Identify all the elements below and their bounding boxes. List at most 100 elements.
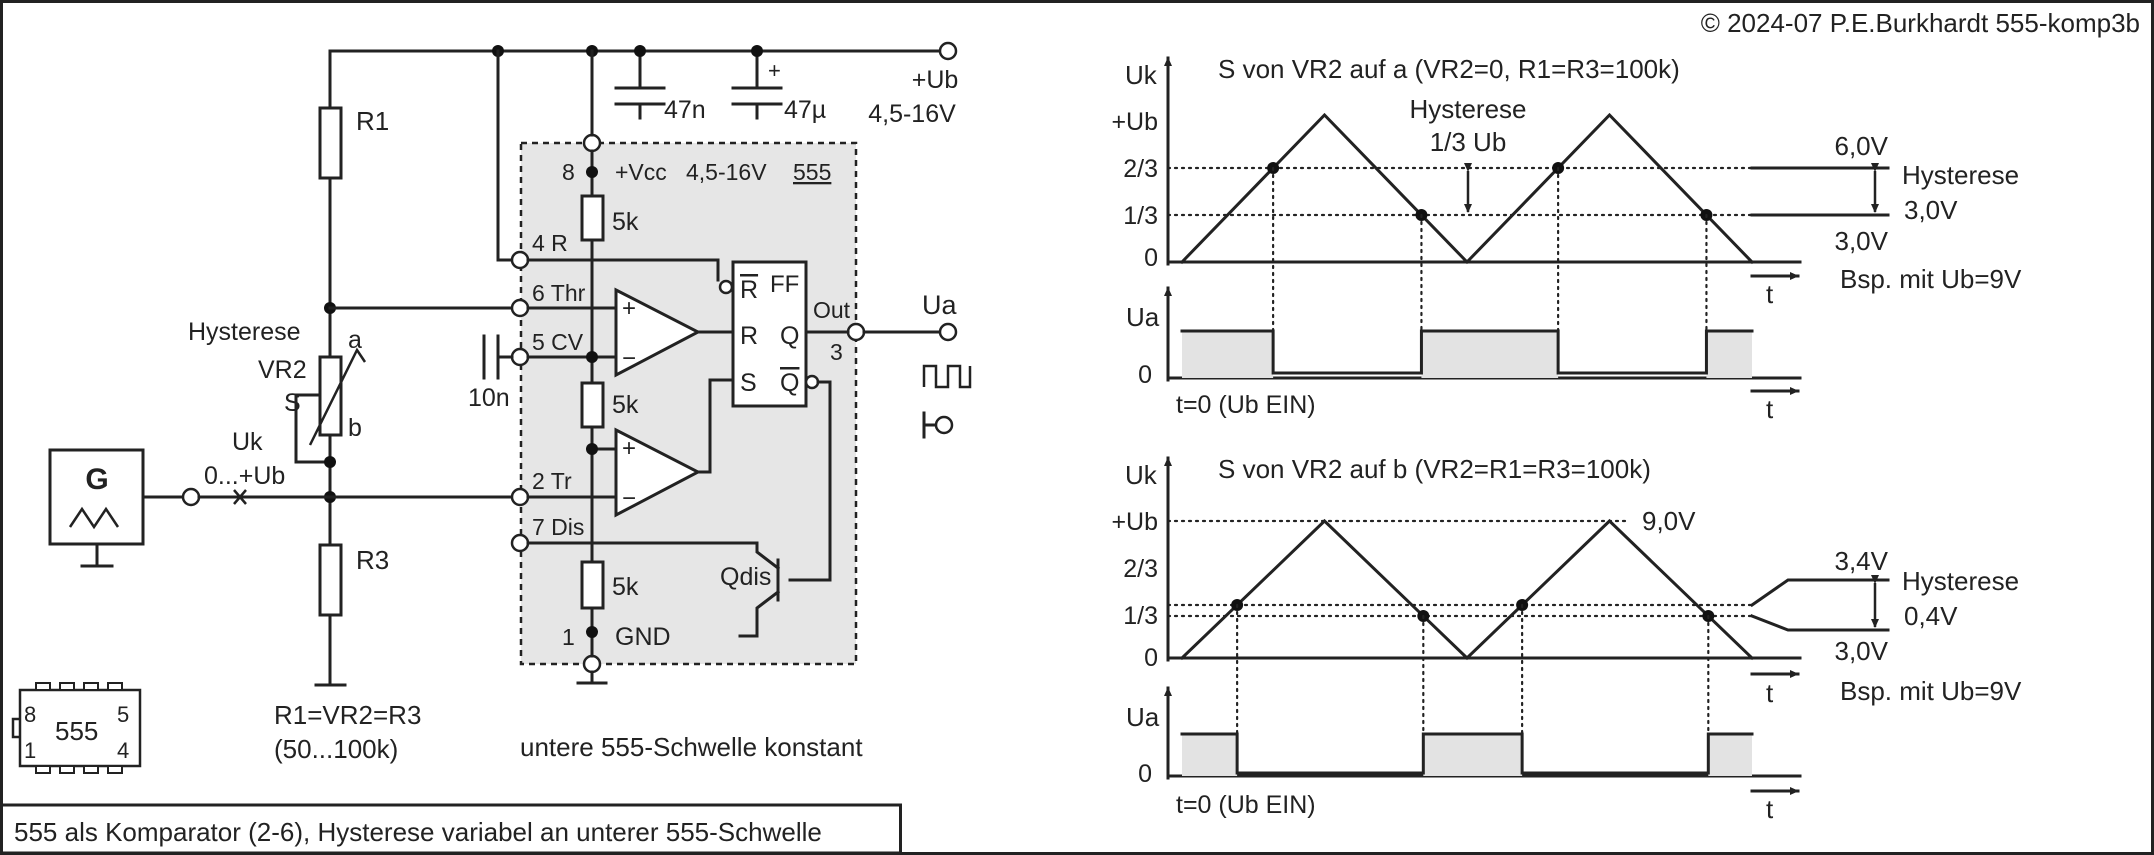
chart-bottom-lower-v: 3,0V [1835,636,1889,666]
switch-icon-contact [934,415,954,435]
measure-cross [233,489,247,505]
supply-range: 4,5-16V [868,100,956,128]
chart-top-hyst-label: Hysterese [1902,160,2019,190]
chart-top-lower-v: 3,0V [1835,226,1889,256]
uk-label: Uk [232,428,263,456]
chart-top-ua-shade [1706,331,1752,378]
generator-terminal[interactable] [181,487,201,507]
vr2-arrow [308,347,367,446]
transistor-qdis [738,541,781,638]
chip-icon [11,682,142,774]
chart-bottom-ua-shade [1708,734,1752,776]
vr2-label: VR2 [258,356,307,384]
ic-name: 555 [793,159,831,185]
comparator-lower [614,427,702,518]
cap-10n-label: 10n [468,384,510,412]
tap-a-label: a [348,326,362,354]
comp-upper-plus: + [622,295,636,322]
chart-bottom-hyst-value: 0,4V [1904,601,1958,631]
square-wave-icon [922,364,972,389]
chart-bottom-ua-zero: 0 [1138,760,1152,788]
chart-bottom-tick-0: 0 [1144,644,1158,672]
ff-rbar: R [740,276,758,304]
chart-bottom-triangle-line [1179,518,1755,661]
r-int-1-label: 5k [612,208,639,236]
ff-qbar-bubble [804,374,820,390]
circuit: +Ub 4,5-16V 47n + 47µ R1 R3 Hysterese VR… [11,41,972,774]
pin1-label: 1 [562,624,575,650]
out-label: Out [813,297,851,323]
chart-bottom-ua-wave [1180,732,1754,775]
generator-label: G [85,463,108,496]
wire-qbar [788,380,832,582]
wire-reset [496,49,514,262]
cap-10n [482,334,514,380]
wire-reset-int [526,258,720,282]
cap-47u [731,49,783,120]
comp-lower-minus: − [622,485,636,512]
pin-3[interactable] [846,322,866,342]
chart-top-annot-value: 1/3 Ub [1430,127,1507,157]
pin6-label: 6 Thr [532,280,586,306]
chart-top-tick-23: 2/3 [1123,155,1158,183]
ff-label: FF [770,271,799,298]
pin-8[interactable] [582,133,602,153]
flip-flop [731,260,808,408]
chart-bottom: S von VR2 auf b (VR2=R1=R3=100k) Uk t +U… [1111,454,2022,824]
ground-left [314,613,347,687]
pin-2[interactable] [510,487,530,507]
hysteresis-label: Hysterese [188,318,301,346]
chart-bottom-t: t [1766,678,1774,708]
chart-top-ua-shade [1421,331,1559,378]
chart-bottom-lower-ext [1750,614,1890,632]
chart-bottom-ua-shade [1423,734,1523,776]
caption: 555 als Komparator (2-6), Hysterese vari… [14,817,822,847]
pin-4[interactable] [510,250,530,270]
chip-pin-8: 8 [24,702,36,727]
r-int-2-label: 5k [612,391,639,419]
chip-pin-5: 5 [117,702,129,727]
pin3-label: 3 [830,339,843,365]
wiper-label: S [284,389,301,417]
comp-upper-minus: − [622,345,636,372]
generator-wave-icon [68,506,120,530]
chip-pin-1: 1 [24,738,36,763]
chart-top-tick-ub: +Ub [1111,108,1158,136]
uk-range: 0...+Ub [204,462,285,490]
r1-label: R1 [356,106,389,136]
tap-b-label: b [348,414,362,442]
chip-pin-4: 4 [117,738,129,763]
chart-top-start: t=0 (Ub EIN) [1176,391,1316,419]
pin5-label: 5 CV [532,329,584,355]
cap-plus: + [768,58,781,83]
pin-7[interactable] [510,533,530,553]
resistor-note: R1=VR2=R3 [274,700,421,730]
wire-comp-lower-out [696,378,735,474]
ff-reset-bubble [718,279,734,295]
chart-top: S von VR2 auf a (VR2=0, R1=R3=100k) Uk t… [1111,54,2022,424]
supply-terminal[interactable] [938,41,958,61]
chart-top-ua-t: t [1766,394,1774,424]
pin-5[interactable] [510,347,530,367]
chart-bottom-start: t=0 (Ub EIN) [1176,791,1316,819]
pin4-label: 4 R [532,230,568,256]
comparator-upper [614,287,702,378]
chart-bottom-tick-ub: +Ub [1111,508,1158,536]
ua-terminal[interactable] [938,322,958,342]
chart-top-tick-0: 0 [1144,244,1158,272]
generator-ground [80,542,114,568]
resistor-r1 [318,106,343,180]
supply-label: +Ub [912,66,959,94]
chart-top-tick-13: 1/3 [1123,202,1158,230]
vcc-label: +Vcc [615,159,667,185]
pin-6[interactable] [510,298,530,318]
caption-box [0,803,902,855]
chart-bottom-yaxis: Uk [1125,460,1158,490]
pin-1[interactable] [582,654,602,674]
ff-s: S [740,369,757,397]
ua-label: Ua [922,290,957,320]
chart-top-ua-zero: 0 [1138,361,1152,389]
threshold-note: untere 555-Schwelle konstant [520,732,863,762]
chart-top-hyst-value: 3,0V [1904,195,1958,225]
chart-bottom-ua-t: t [1766,794,1774,824]
